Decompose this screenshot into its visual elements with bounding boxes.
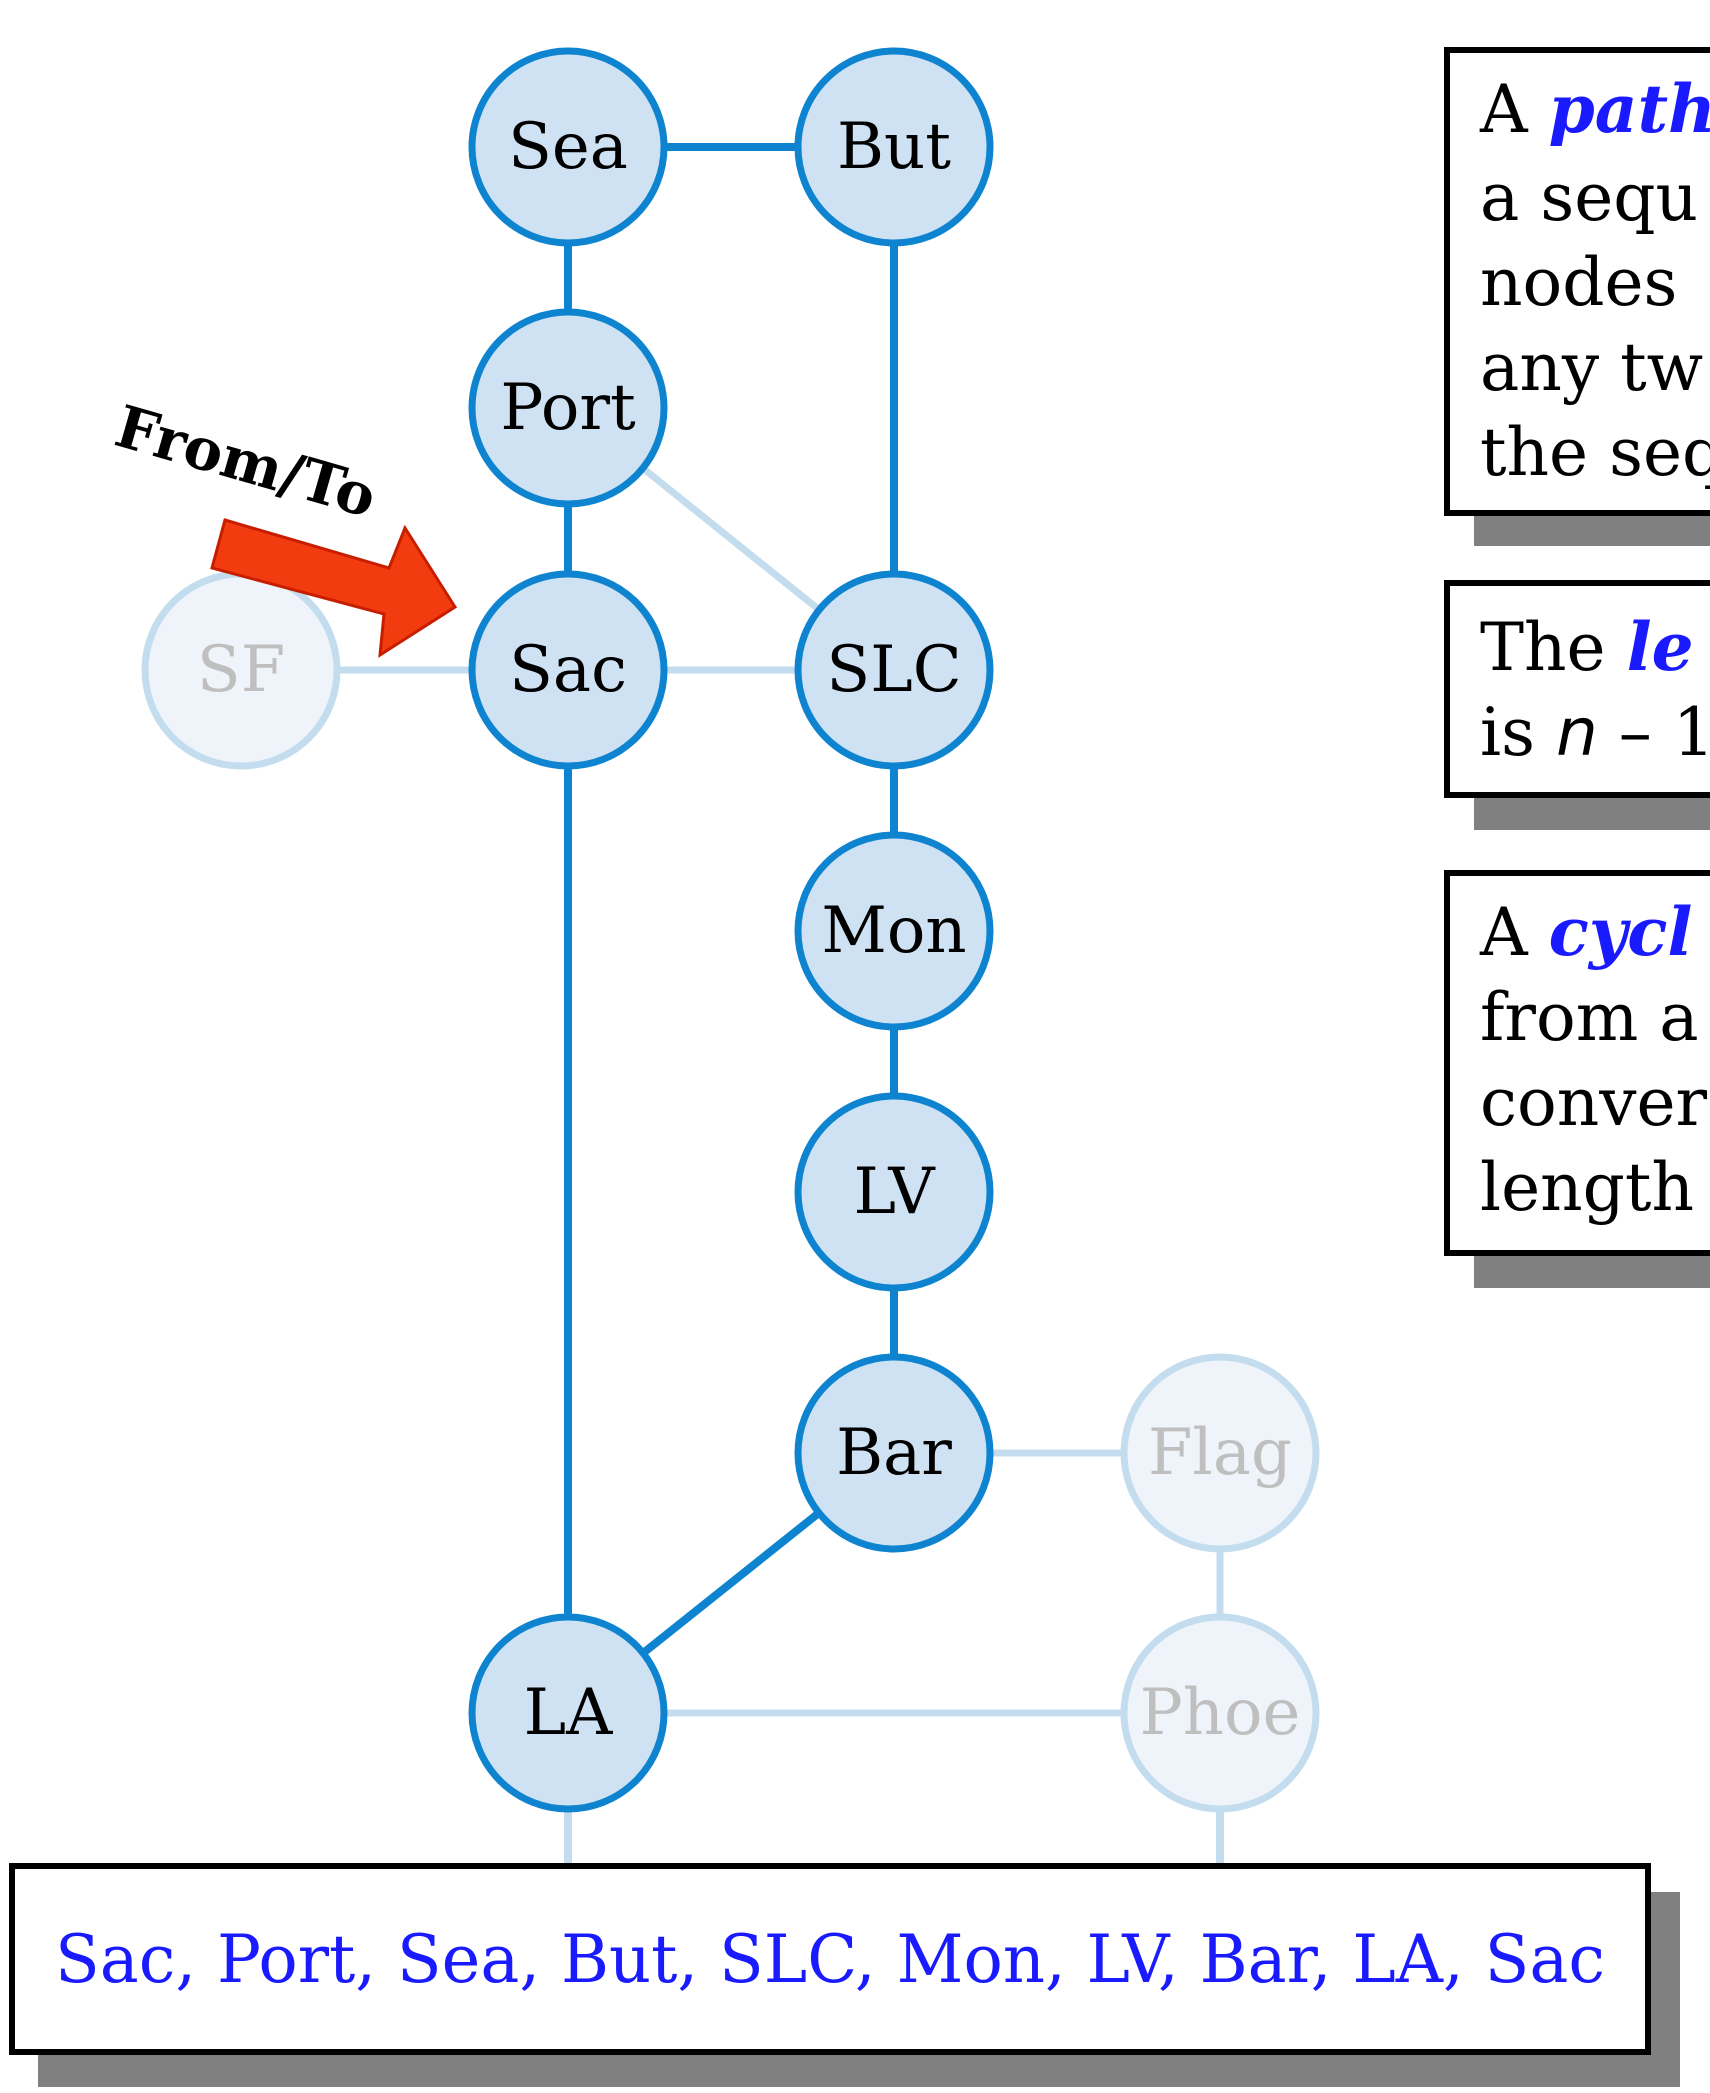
cycle-box-line-1-prefix: A bbox=[1479, 894, 1549, 971]
path-box-line-1-prefix: A bbox=[1479, 71, 1549, 148]
path-box-line-4: any tw bbox=[1480, 329, 1703, 406]
node-mon: Mon bbox=[794, 831, 994, 1031]
node-circle bbox=[794, 570, 994, 770]
node-phoe: Phoe bbox=[1120, 1613, 1320, 1813]
length-term: le bbox=[1627, 608, 1694, 686]
node-circle bbox=[794, 1092, 994, 1292]
node-circle bbox=[794, 1353, 994, 1553]
box-frame bbox=[9, 1863, 1651, 2055]
node-label: SF bbox=[197, 633, 285, 707]
path-term: path bbox=[1549, 70, 1710, 148]
node-circle bbox=[1120, 1613, 1320, 1813]
path-box-line-2: a sequ bbox=[1480, 159, 1698, 236]
node-but: But bbox=[794, 47, 994, 247]
node-label: LA bbox=[524, 1676, 614, 1750]
length-definition-box: The le is n – 1 bbox=[1444, 580, 1710, 830]
node-circle bbox=[794, 831, 994, 1031]
length-box-line-2: is n – 1 bbox=[1480, 694, 1710, 771]
node-label: Port bbox=[500, 371, 636, 445]
node-label: Flag bbox=[1148, 1416, 1292, 1490]
path-box-line-1: A path bbox=[1479, 70, 1710, 148]
length-box-line-1: The le bbox=[1480, 608, 1694, 686]
length-box-line-1-prefix: The bbox=[1480, 609, 1627, 686]
cycle-box-line-2: from a bbox=[1480, 979, 1699, 1056]
node-circle bbox=[468, 1613, 668, 1813]
node-label: SLC bbox=[826, 633, 961, 707]
node-circle bbox=[468, 570, 668, 770]
cycle-sequence-box: Sac, Port, Sea, But, SLC, Mon, LV, Bar, … bbox=[9, 1863, 1680, 2087]
node-label: Sea bbox=[508, 110, 628, 184]
node-label: But bbox=[837, 110, 951, 184]
node-label: Phoe bbox=[1140, 1676, 1301, 1750]
node-circle bbox=[1120, 1353, 1320, 1553]
arrow-label: From/To bbox=[108, 392, 384, 531]
node-bar: Bar bbox=[794, 1353, 994, 1553]
node-la: LA bbox=[468, 1613, 668, 1813]
graph-edges bbox=[241, 143, 1224, 1717]
node-slc: SLC bbox=[794, 570, 994, 770]
node-label: LV bbox=[853, 1155, 936, 1229]
node-circle bbox=[468, 47, 668, 247]
cycle-sequence-text: Sac, Port, Sea, But, SLC, Mon, LV, Bar, … bbox=[55, 1921, 1605, 1998]
box-frame bbox=[1444, 47, 1710, 516]
node-lv: LV bbox=[794, 1092, 994, 1292]
node-sac: Sac bbox=[468, 570, 668, 770]
node-circle bbox=[794, 47, 994, 247]
cycle-definition-box: A cycl from a conver length bbox=[1444, 870, 1710, 1288]
node-label: Sac bbox=[509, 633, 627, 707]
node-port: Port bbox=[468, 308, 668, 508]
arrow-shape bbox=[210, 518, 458, 658]
path-box-line-3: nodes bbox=[1480, 244, 1677, 321]
node-label: Bar bbox=[836, 1416, 952, 1490]
cycle-box-line-3: conver bbox=[1480, 1064, 1708, 1141]
box-frame bbox=[1444, 870, 1710, 1256]
box-frame bbox=[1444, 580, 1710, 798]
node-flag: Flag bbox=[1120, 1353, 1320, 1553]
cycle-term: cycl bbox=[1549, 893, 1693, 971]
length-box-line-2-prefix: is bbox=[1480, 694, 1556, 771]
path-box-line-5: the seq bbox=[1480, 414, 1710, 491]
path-definition-box: A path a sequ nodes any tw the seq bbox=[1444, 47, 1710, 546]
node-sea: Sea bbox=[468, 47, 668, 247]
length-box-line-2-suffix: – 1 bbox=[1598, 694, 1710, 771]
length-variable: n bbox=[1556, 694, 1598, 771]
cycle-box-line-1: A cycl bbox=[1479, 893, 1692, 971]
cycle-box-line-4: length bbox=[1480, 1149, 1694, 1226]
node-label: Mon bbox=[821, 894, 966, 968]
node-sf: SF bbox=[141, 570, 341, 770]
node-circle bbox=[468, 308, 668, 508]
